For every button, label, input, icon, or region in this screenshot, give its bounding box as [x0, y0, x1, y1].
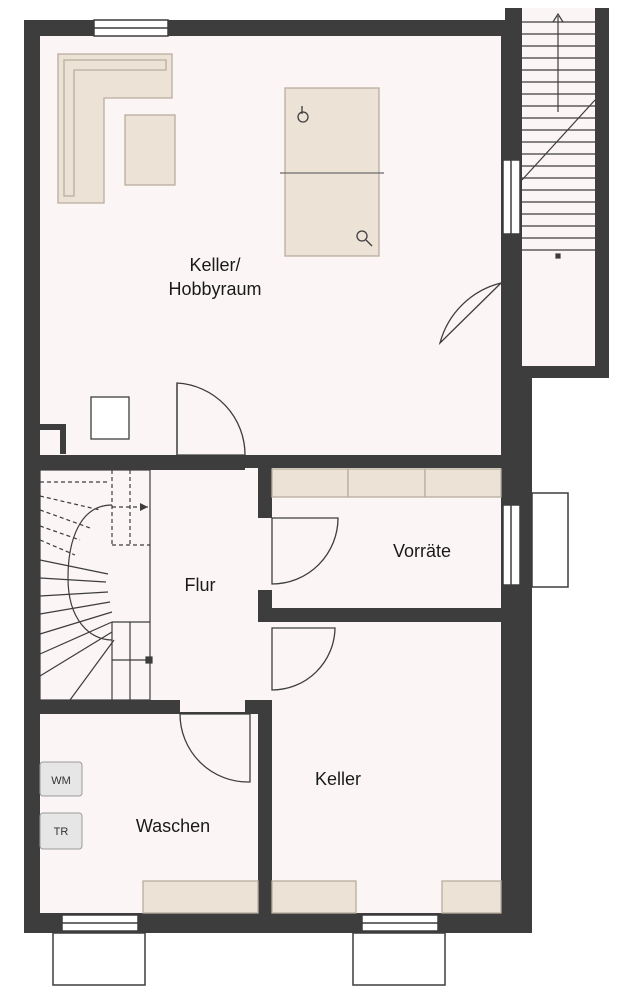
furniture	[57, 53, 502, 914]
door-stair-exit	[438, 281, 504, 346]
room-label-hobby-2: Hobbyraum	[168, 279, 261, 299]
ping-pong-table	[284, 87, 380, 257]
light-wells	[52, 492, 569, 986]
room-label-waschen: Waschen	[136, 816, 210, 836]
doors	[176, 281, 504, 783]
shelf-vorraete-1	[271, 468, 349, 498]
door-keller	[271, 627, 336, 691]
exterior-staircase	[521, 12, 596, 259]
appliances: WM TR	[39, 761, 83, 850]
flur-floor	[40, 470, 263, 712]
interior-walls	[40, 20, 532, 913]
shelf-keller-1	[271, 880, 357, 914]
door-hobby-flur	[176, 382, 246, 456]
lightwell-vorraete	[531, 492, 569, 588]
sofa-corner	[57, 53, 173, 204]
dryer-icon	[39, 812, 83, 850]
washer-label: WM	[51, 775, 71, 787]
room-label-vorraete: Vorräte	[393, 541, 451, 561]
door-waschen	[179, 713, 251, 783]
room-label-keller: Keller	[315, 769, 361, 789]
room-label-flur: Flur	[185, 575, 216, 595]
storage-boiler	[90, 396, 130, 440]
dryer-label: TR	[54, 826, 69, 838]
shelf-waschen	[142, 880, 259, 914]
shelf-keller-2	[441, 880, 502, 914]
side-table	[124, 114, 176, 186]
washer-icon	[39, 761, 83, 797]
shelf-vorraete-2	[347, 468, 426, 498]
room-label-hobby-1: Keller/	[189, 255, 240, 275]
shelf-vorraete-3	[424, 468, 502, 498]
room-labels: Keller/ Hobbyraum Flur Vorräte Keller Wa…	[136, 255, 451, 836]
lightwell-waschen	[52, 932, 146, 986]
lightwell-keller	[352, 932, 446, 986]
windows	[61, 19, 521, 932]
door-vorraete	[271, 517, 339, 585]
interior-staircase	[39, 469, 153, 701]
